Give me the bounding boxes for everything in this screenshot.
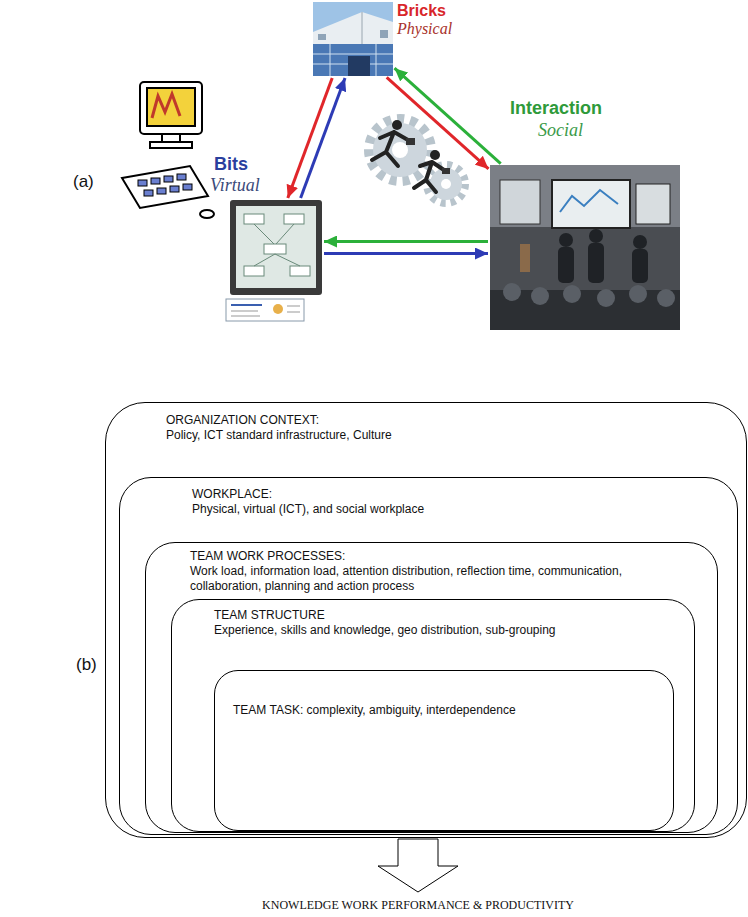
box-body: Policy, ICT standard infrastructure, Cul… bbox=[166, 428, 686, 443]
node-heading: Interaction bbox=[510, 98, 602, 119]
flow-arrow bbox=[324, 240, 488, 243]
box-heading: TEAM STRUCTURE bbox=[214, 608, 654, 623]
node-heading: Bricks bbox=[397, 2, 446, 20]
box-heading: TEAM TASK: complexity, ambiguity, interd… bbox=[233, 703, 658, 718]
image-node: BricksPhysical bbox=[313, 2, 393, 76]
flow-arrow bbox=[387, 77, 489, 169]
nested-context-box: TEAM WORK PROCESSES:Work load, informati… bbox=[145, 542, 718, 833]
gears-illustration bbox=[369, 119, 465, 203]
outcome-label: KNOWLEDGE WORK PERFORMANCE & PRODUCTIVIT… bbox=[262, 898, 574, 913]
node-subheading: Virtual bbox=[210, 175, 260, 196]
node-subheading: Social bbox=[538, 120, 583, 141]
building-photo bbox=[313, 2, 393, 76]
nested-context-box: WORKPLACE:Physical, virtual (ICT), and s… bbox=[119, 477, 738, 835]
flow-arrow bbox=[288, 78, 332, 198]
box-text-block: TEAM WORK PROCESSES:Work load, informati… bbox=[190, 549, 695, 594]
result-arrow bbox=[378, 839, 458, 892]
node-subheading: Physical bbox=[397, 20, 452, 38]
box-text-block: TEAM TASK: complexity, ambiguity, interd… bbox=[233, 703, 658, 718]
part-label: (b) bbox=[76, 655, 97, 675]
screen-panel bbox=[230, 200, 322, 295]
flow-arrow bbox=[324, 252, 488, 255]
part-label: (a) bbox=[73, 172, 94, 192]
box-heading: TEAM WORK PROCESSES: bbox=[190, 549, 695, 564]
box-heading: WORKPLACE: bbox=[192, 487, 692, 502]
box-heading: ORGANIZATION CONTEXT: bbox=[166, 413, 686, 428]
box-body: Experience, skills and knowledge, geo di… bbox=[214, 623, 654, 638]
box-text-block: TEAM STRUCTUREExperience, skills and kno… bbox=[214, 608, 654, 638]
image-node: BitsVirtual bbox=[230, 200, 322, 295]
flow-arrow bbox=[395, 68, 501, 164]
nested-context-box: ORGANIZATION CONTEXT:Policy, ICT standar… bbox=[105, 402, 747, 838]
computer-cartoon bbox=[122, 82, 214, 218]
nested-context-box: TEAM STRUCTUREExperience, skills and kno… bbox=[171, 599, 695, 832]
box-body: Physical, virtual (ICT), and social work… bbox=[192, 502, 692, 517]
box-text-block: WORKPLACE:Physical, virtual (ICT), and s… bbox=[192, 487, 692, 517]
screenshot-thumbnail bbox=[226, 299, 304, 321]
box-text-block: ORGANIZATION CONTEXT:Policy, ICT standar… bbox=[166, 413, 686, 443]
flow-arrow bbox=[301, 78, 345, 198]
node-heading: Bits bbox=[214, 154, 248, 175]
nested-context-box: TEAM TASK: complexity, ambiguity, interd… bbox=[214, 670, 674, 831]
meeting-photo bbox=[490, 165, 680, 330]
image-node: InteractionSocial bbox=[490, 165, 680, 330]
box-body: Work load, information load, attention d… bbox=[190, 564, 695, 594]
